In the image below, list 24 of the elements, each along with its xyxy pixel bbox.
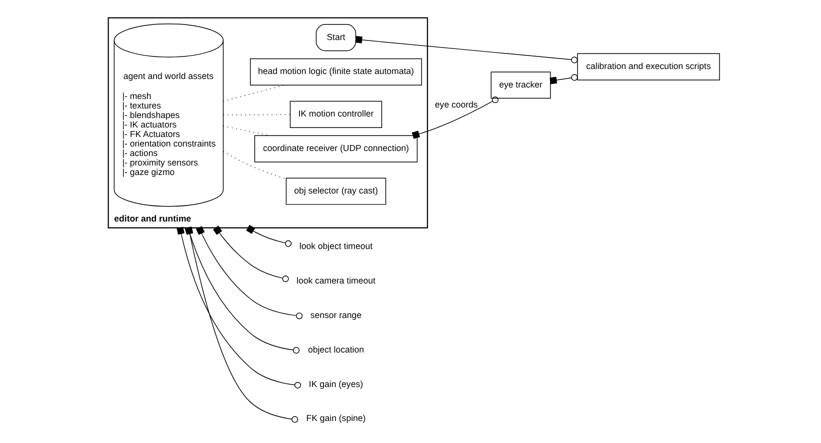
node-box: coordinate receiver (UDP connection) <box>254 134 418 162</box>
edge-label: eye coords <box>434 99 478 110</box>
node-text: IK gain (eyes) <box>308 378 363 388</box>
node-box: IK motion controller <box>289 100 382 128</box>
connector <box>354 36 578 63</box>
connector <box>212 225 288 282</box>
node-box: calibration and execution scripts <box>576 52 720 80</box>
connector <box>549 74 578 84</box>
node-box: head motion logic (finite state automata) <box>249 58 422 85</box>
node-text: sensor range <box>310 309 362 320</box>
connector <box>222 84 284 101</box>
connector <box>222 114 290 115</box>
connector <box>246 224 292 246</box>
node-box: Start <box>315 24 356 51</box>
node-box: obj selector (ray cast) <box>285 177 386 204</box>
node-text: object location <box>307 344 364 354</box>
connector <box>222 150 286 179</box>
connector <box>411 96 498 138</box>
node-text: look camera timeout <box>296 275 375 286</box>
node-text: look object timeout <box>298 240 372 251</box>
connector <box>195 226 302 319</box>
node-box: eye tracker <box>490 71 550 98</box>
node-text: FK gain (spine) <box>306 412 366 423</box>
connector <box>222 125 270 136</box>
